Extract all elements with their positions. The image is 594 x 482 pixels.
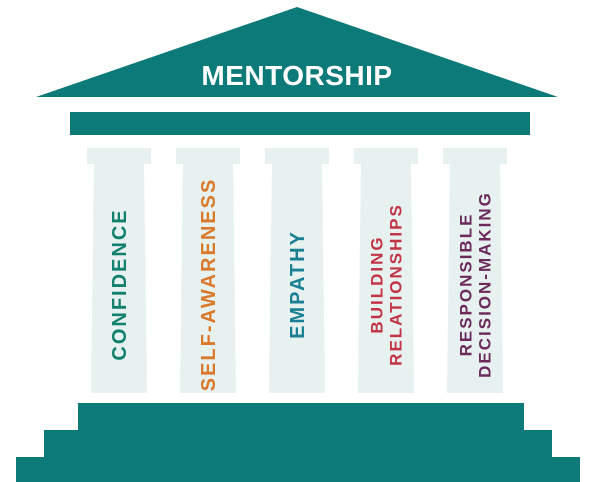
- pillar-label: SELF-AWARENESS: [198, 178, 220, 392]
- pillar-capital: [265, 148, 329, 164]
- entablature-beam: [70, 112, 530, 135]
- pillar-shaft: [180, 164, 236, 393]
- pillar-shaft: [269, 164, 325, 393]
- pillar-label: EMPATHY: [287, 230, 309, 339]
- pillar-label: RESPONSIBLEDECISION-MAKING: [456, 191, 494, 378]
- pillar-label-line: CONFIDENCE: [109, 208, 131, 360]
- pillar: BUILDINGRELATIONSHIPS: [354, 148, 418, 393]
- pillar: EMPATHY: [265, 148, 329, 393]
- pillar-shaft: [358, 164, 414, 393]
- pillar-capital: [354, 148, 418, 164]
- pillar-capital: [87, 148, 151, 164]
- pillar-label: CONFIDENCE: [109, 208, 131, 360]
- roof-pediment: [36, 7, 558, 97]
- pillar-label: BUILDINGRELATIONSHIPS: [367, 203, 405, 366]
- pillar-capital: [176, 148, 240, 164]
- roof-title: MENTORSHIP: [201, 60, 392, 91]
- pillar-label-line: RELATIONSHIPS: [386, 203, 405, 366]
- pillar-shaft: [91, 164, 147, 393]
- base-step-bottom: [16, 457, 580, 482]
- pillar-label-line: SELF-AWARENESS: [198, 178, 220, 392]
- pillar: CONFIDENCE: [87, 148, 151, 393]
- base-step-middle: [44, 430, 552, 457]
- pillar-label-line: RESPONSIBLE: [456, 213, 475, 357]
- pillar-capital: [443, 148, 507, 164]
- base-step-top: [78, 403, 524, 430]
- pillar-label-line: BUILDING: [367, 235, 386, 333]
- pillar: RESPONSIBLEDECISION-MAKING: [443, 148, 507, 393]
- pillar: SELF-AWARENESS: [176, 148, 240, 393]
- pillar-label-line: DECISION-MAKING: [475, 191, 494, 378]
- pillar-shaft: [447, 164, 503, 393]
- pillar-label-line: EMPATHY: [287, 230, 309, 339]
